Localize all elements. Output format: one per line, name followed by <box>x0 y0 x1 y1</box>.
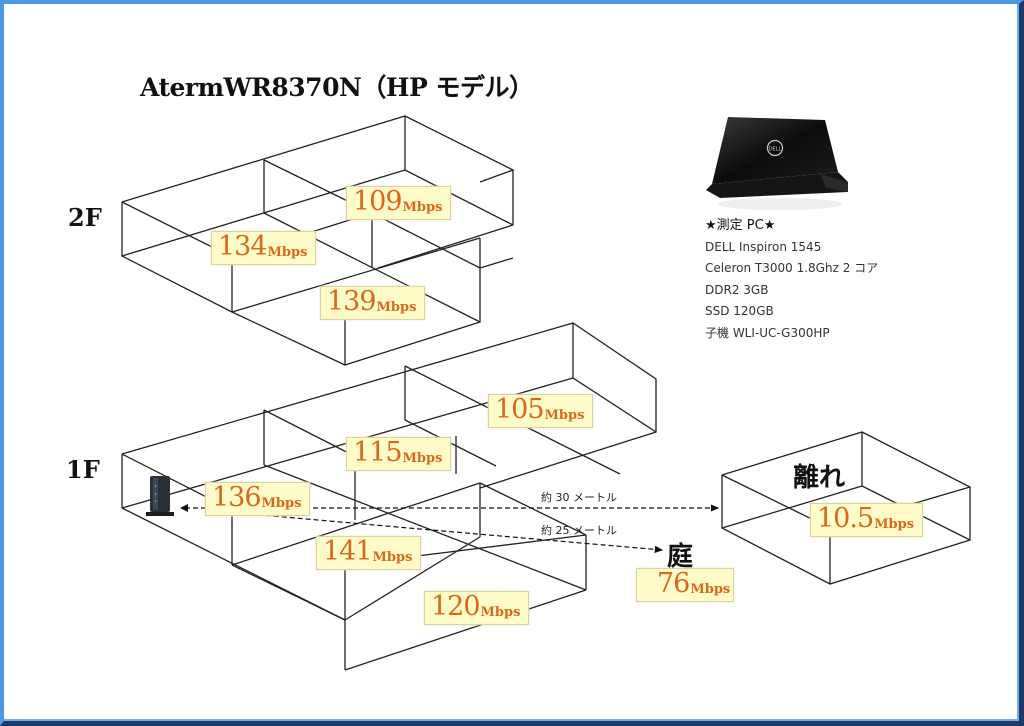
speed-value: 134 <box>218 231 268 262</box>
speed-unit: Mbps <box>544 408 585 423</box>
speed-unit: Mbps <box>690 582 731 597</box>
distance-arrow-garden <box>249 513 664 553</box>
test-pc-heading: ★測定 PC★ <box>705 218 776 233</box>
speed-value: 120 <box>431 591 481 622</box>
distance-label-annex: 約 30 メートル <box>541 491 617 504</box>
floor-label-2f: 2F <box>68 203 102 232</box>
speed-value: 115 <box>353 437 403 468</box>
svg-text:DELL: DELL <box>769 147 782 153</box>
speed-value: 76 <box>657 568 690 599</box>
speed-value: 139 <box>327 286 377 317</box>
test-pc-storage: SSD 120GB <box>705 304 774 318</box>
test-pc-client: 子機 WLI-UC-G300HP <box>705 325 830 340</box>
test-pc-cpu: Celeron T3000 1.8Ghz 2 コア <box>705 261 879 275</box>
speed-unit: Mbps <box>267 245 308 260</box>
test-pc-model: DELL Inspiron 1545 <box>705 239 822 254</box>
speed-value: 10.5 <box>817 503 874 534</box>
test-pc-memory: DDR2 3GB <box>705 282 769 297</box>
speed-unit: Mbps <box>261 496 302 511</box>
page-title: AtermWR8370N（HP モデル） <box>140 73 534 102</box>
place-label-annex: 離れ <box>793 463 846 493</box>
floor-2-wireframe <box>121 115 515 366</box>
speed-unit: Mbps <box>376 300 417 315</box>
test-pc-specs: ★測定 PC★ DELL Inspiron 1545 Celeron T3000… <box>705 215 878 344</box>
speed-value: 105 <box>495 394 545 425</box>
arrow-head-router <box>180 504 188 512</box>
speed-value: 141 <box>323 536 373 567</box>
place-label-garden: 庭 <box>667 542 694 572</box>
speed-unit: Mbps <box>402 451 443 466</box>
speed-unit: Mbps <box>402 200 443 215</box>
speed-unit: Mbps <box>480 605 521 620</box>
laptop-icon: DELL <box>706 117 848 210</box>
distance-label-garden: 約 25 メートル <box>541 524 617 537</box>
speed-unit: Mbps <box>874 517 915 532</box>
router-icon <box>146 476 174 516</box>
speed-value: 136 <box>212 482 262 513</box>
floor-label-1f: 1F <box>66 455 100 484</box>
speed-unit: Mbps <box>372 550 413 565</box>
speed-value: 109 <box>353 186 403 217</box>
